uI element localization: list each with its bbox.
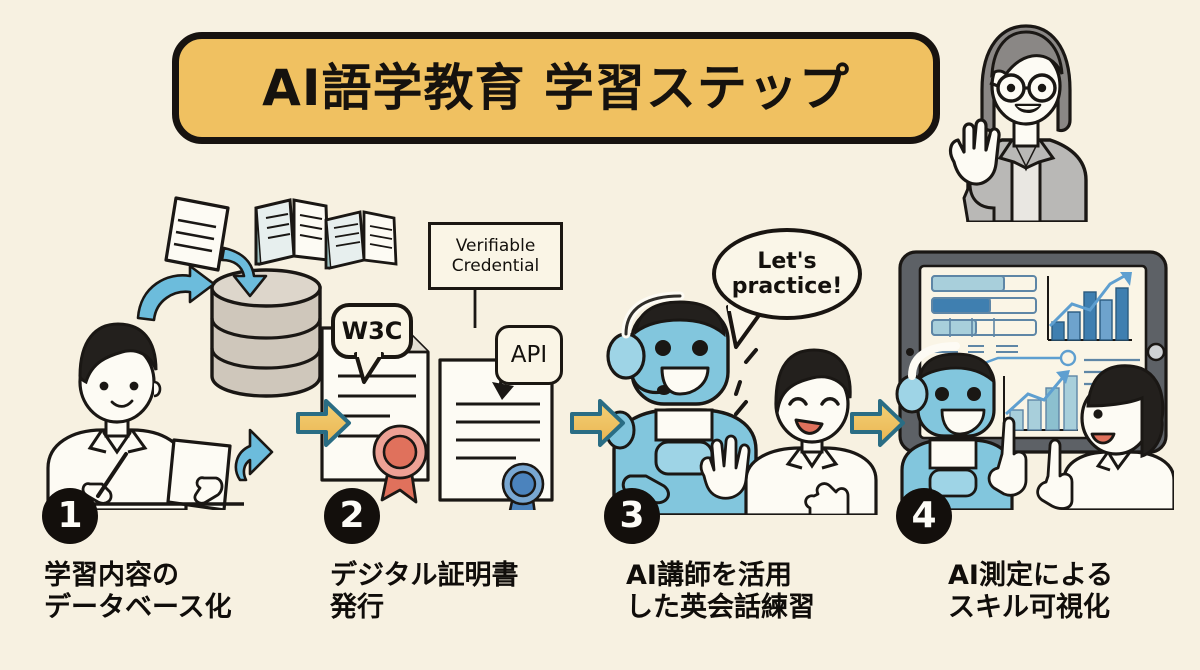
student-writing xyxy=(46,322,244,510)
document-icon xyxy=(164,196,230,272)
step-number-3: 3 xyxy=(604,488,660,544)
step-caption-3-line2: した英会話練習 xyxy=(626,591,815,623)
w3c-bubble-tail xyxy=(354,352,384,384)
arrow-into-database-left xyxy=(136,264,216,322)
step-number-1: 1 xyxy=(42,488,98,544)
excitement-marks xyxy=(734,348,758,416)
step-caption-2: デジタル証明書 発行 xyxy=(330,560,518,624)
verifiable-credential-text: Verifiable Credential xyxy=(451,235,540,276)
verifiable-credential-box: Verifiable Credential xyxy=(428,222,563,290)
step-caption-4: AI測定による スキル可視化 xyxy=(948,560,1113,624)
step-number-2: 2 xyxy=(324,488,380,544)
book-icon-small xyxy=(324,210,398,270)
step-caption-3-line1: AI講師を活用 xyxy=(626,560,792,591)
w3c-bubble: W3C xyxy=(331,303,413,359)
teacher-character xyxy=(948,24,1088,222)
step-caption-3: AI講師を活用 した英会話練習 xyxy=(626,560,815,624)
ai-robot-character xyxy=(604,291,758,515)
practice-speech-bubble: Let's practice! xyxy=(712,228,862,320)
step2-illustration xyxy=(320,210,554,510)
dashboard-bar-chart-bottom xyxy=(1003,370,1078,431)
arrow-into-database-top xyxy=(220,246,268,298)
red-seal-icon xyxy=(372,424,428,504)
dashboard-bar-chart-top xyxy=(1047,272,1132,341)
title-bubble: AI語学教育 学習ステップ xyxy=(172,32,940,144)
step-caption-2-line1: デジタル証明書 xyxy=(330,560,519,591)
step-caption-4-line1: AI測定による xyxy=(948,560,1114,591)
arrow-up-from-student xyxy=(234,428,274,482)
step-caption-4-line2: スキル可視化 xyxy=(948,591,1110,623)
flow-arrow-1-to-2 xyxy=(296,399,351,447)
api-label: API xyxy=(510,342,548,368)
step4-illustration xyxy=(895,250,1174,510)
step3-illustration xyxy=(604,291,878,515)
step-caption-1-line1: 学習内容の xyxy=(44,560,179,591)
student-character-step3 xyxy=(699,348,878,515)
flow-arrow-3-to-4 xyxy=(850,399,905,447)
book-icon xyxy=(254,198,328,266)
step-caption-2-line2: 発行 xyxy=(330,591,384,623)
step-caption-1-line2: データベース化 xyxy=(44,591,232,623)
flow-arrow-2-to-3 xyxy=(570,399,625,447)
page-title: AI語学教育 学習ステップ xyxy=(262,59,850,117)
step-number-4: 4 xyxy=(896,488,952,544)
practice-text: Let's practice! xyxy=(731,248,843,299)
w3c-label: W3C xyxy=(341,317,403,345)
step-caption-1: 学習内容の データベース化 xyxy=(44,560,232,624)
student-character-step4 xyxy=(1036,364,1174,510)
dashboard-progress-bars xyxy=(931,275,1037,353)
step1-illustration xyxy=(46,196,328,510)
api-box: API xyxy=(495,325,563,385)
database-icon xyxy=(210,268,322,398)
blue-seal-icon xyxy=(501,462,545,510)
